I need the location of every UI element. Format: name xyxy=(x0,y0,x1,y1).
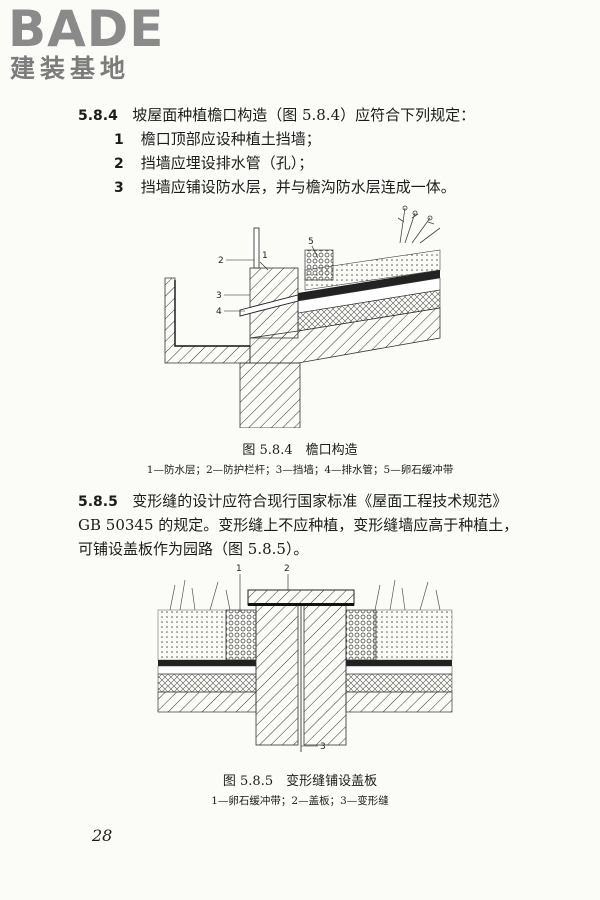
clause-text: 变形缝的设计应符合现行国家标准《屋面工程技术规范》 xyxy=(132,492,508,510)
logo-text: BADE xyxy=(8,0,165,58)
item-number: 1 xyxy=(114,132,124,148)
item-text: 挡墙应铺设防水层，并与檐沟防水层连成一体。 xyxy=(140,178,456,196)
list-item: 1 檐口顶部应设种植土挡墙； xyxy=(114,128,321,151)
clause-text: 坡屋面种植檐口构造（图 5.8.4）应符合下列规定： xyxy=(132,106,476,124)
clause-5-8-4: 5.8.4 坡屋面种植檐口构造（图 5.8.4）应符合下列规定： xyxy=(78,104,475,127)
deformation-joint-figure: 1 2 3 xyxy=(157,564,453,752)
item-number: 3 xyxy=(114,180,124,196)
figure-legend: 1—卵石缓冲带；2—盖板；3—变形缝 xyxy=(211,795,389,807)
figure-label: 4 xyxy=(216,307,222,317)
list-item: 3 挡墙应铺设防水层，并与檐沟防水层连成一体。 xyxy=(114,176,456,199)
figure-label: 3 xyxy=(216,291,222,301)
figure-label: 2 xyxy=(284,564,290,574)
figure-label: 2 xyxy=(218,256,224,266)
clause-5-8-5: 5.8.5 变形缝的设计应符合现行国家标准《屋面工程技术规范》 xyxy=(78,490,507,513)
page-number: 28 xyxy=(92,826,113,845)
clause-number: 5.8.4 xyxy=(78,108,118,124)
figure-label: 1 xyxy=(236,564,242,574)
clause-number: 5.8.5 xyxy=(78,494,118,510)
figure-caption: 图 5.8.4 檐口构造 xyxy=(242,443,358,458)
figure-legend: 1—防水层；2—防护栏杆；3—挡墙；4—排水管；5—卵石缓冲带 xyxy=(146,464,454,476)
logo-subtitle: 建装基地 xyxy=(10,54,131,83)
item-text: 檐口顶部应设种植土挡墙； xyxy=(140,130,321,148)
clause-text-line: 可铺设盖板作为园路（图 5.8.5）。 xyxy=(78,540,309,558)
eave-detail-figure: 2 3 4 5 1 xyxy=(164,205,441,428)
figure-label: 3 xyxy=(320,742,326,752)
figure-label: 5 xyxy=(308,237,314,247)
figure-label: 1 xyxy=(262,251,268,261)
clause-text-line: GB 50345 的规定。变形缝上不应种植，变形缝墙应高于种植土， xyxy=(78,516,519,534)
list-item: 2 挡墙应埋设排水管（孔）； xyxy=(114,152,313,175)
figure-caption: 图 5.8.5 变形缝铺设盖板 xyxy=(222,774,378,789)
plant-icon xyxy=(397,205,441,244)
item-number: 2 xyxy=(114,156,124,172)
plant-icon xyxy=(169,579,441,611)
item-text: 挡墙应埋设排水管（孔）； xyxy=(140,154,314,172)
